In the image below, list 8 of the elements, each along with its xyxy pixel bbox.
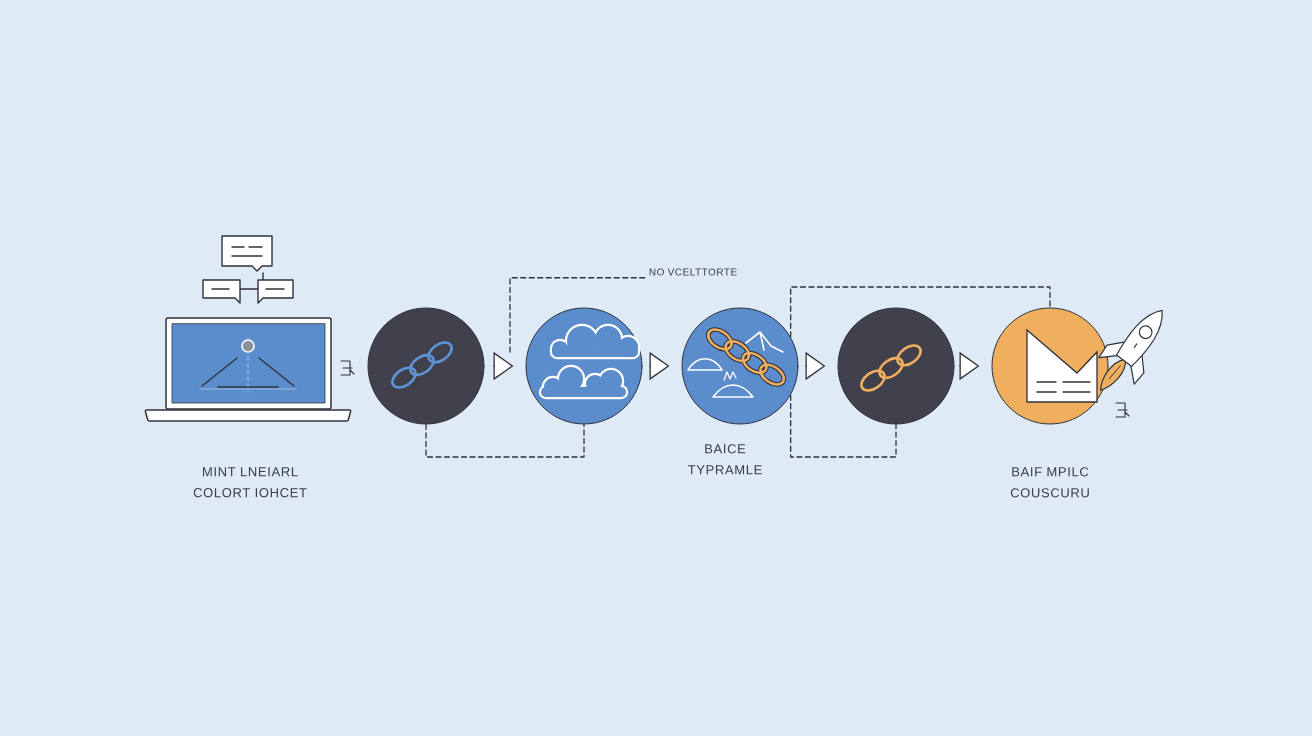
dashed-connector xyxy=(509,277,648,353)
dashed-connector xyxy=(425,423,585,458)
caption-text: BAICE TYPRAMLE xyxy=(688,444,762,475)
text-label: NO VCELTTORTE xyxy=(649,268,737,276)
caption-text: MINT LNEIARL COLORT IOHCET xyxy=(193,467,307,498)
dashed-connector xyxy=(790,286,1051,338)
dashed-connector xyxy=(790,394,897,458)
caption-text: BAIF MPILC COUSCURU xyxy=(1010,467,1089,498)
